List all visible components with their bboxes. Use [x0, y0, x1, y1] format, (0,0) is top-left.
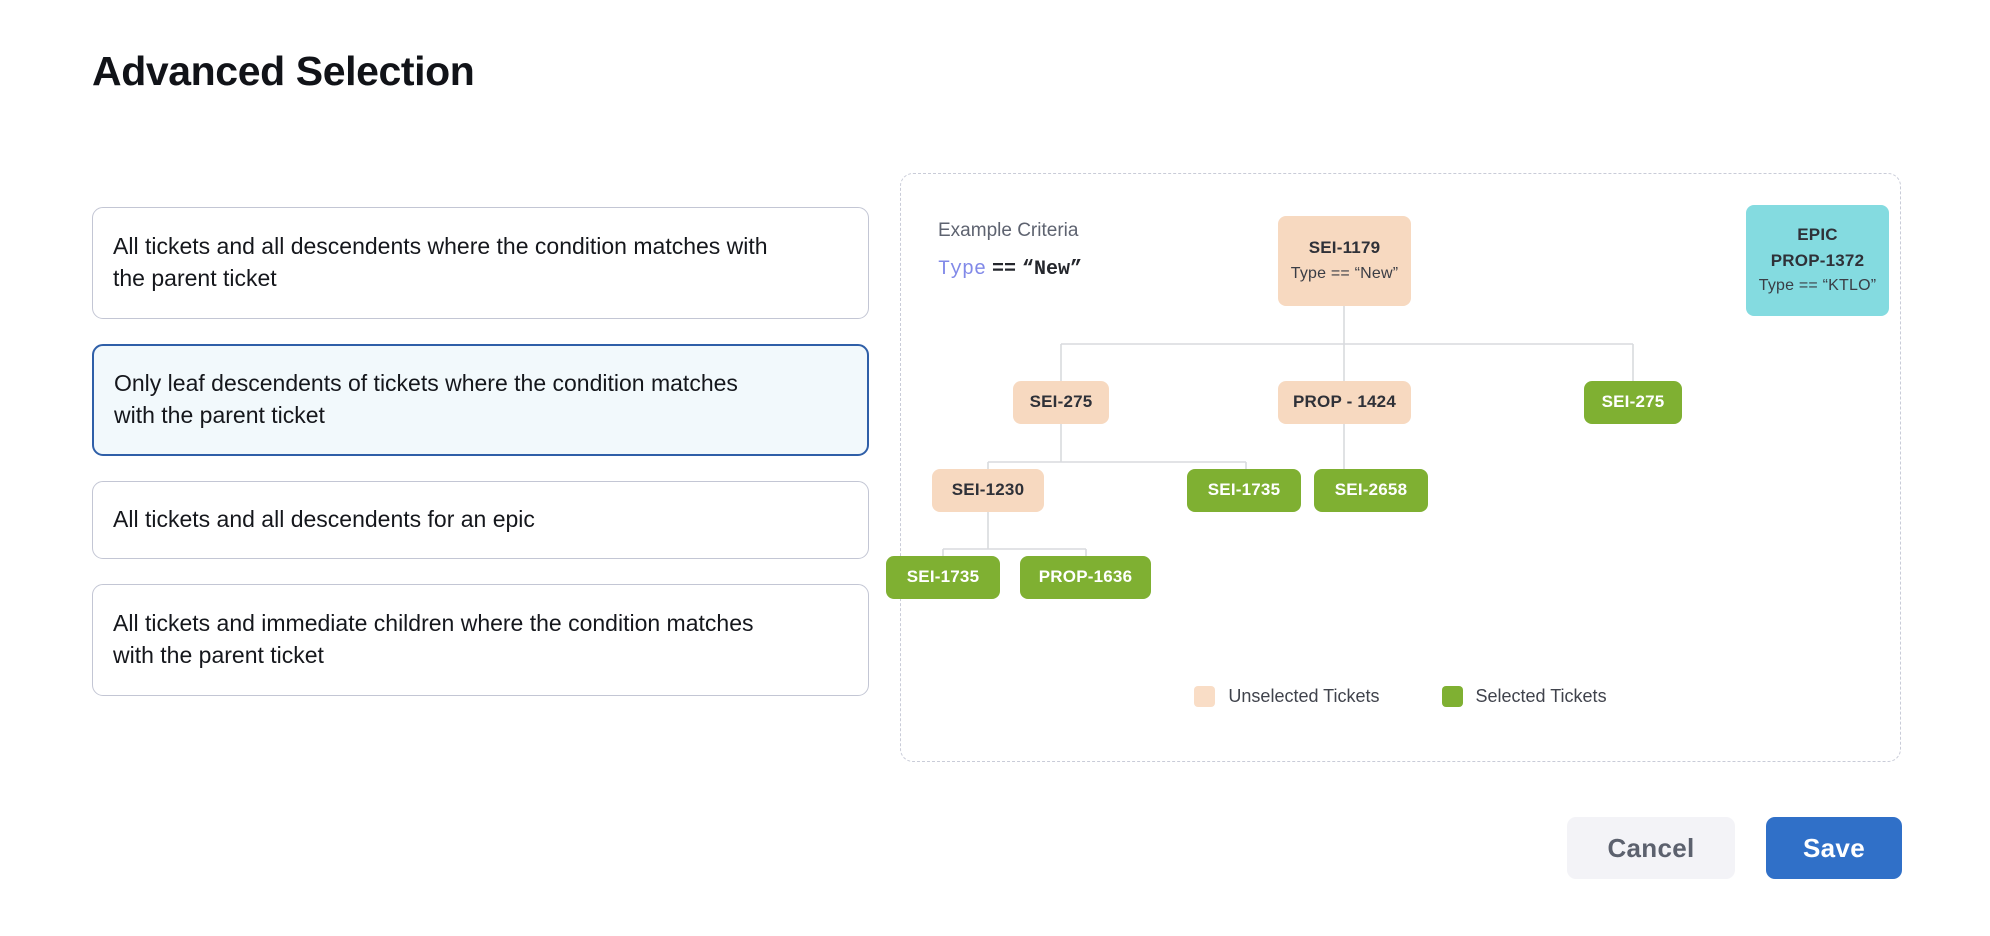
selection-options-list: All tickets and all descendents where th…	[92, 207, 869, 696]
option-card-epic-descendents[interactable]: All tickets and all descendents for an e…	[92, 481, 869, 559]
node-title: SEI-275	[1029, 392, 1093, 412]
option-card-leaf-descendents[interactable]: Only leaf descendents of tickets where t…	[92, 344, 869, 456]
tree-node-sei-1735-mid[interactable]: SEI-1735	[1187, 469, 1301, 512]
tree-node-epic-prop-1372[interactable]: EPIC PROP-1372 Type == “KTLO”	[1746, 205, 1889, 316]
criteria-field: Type	[938, 258, 987, 281]
node-title: SEI-1735	[906, 567, 980, 587]
tree-node-sei-1179[interactable]: SEI-1179 Type == “New”	[1278, 216, 1411, 306]
option-label: All tickets and all descendents where th…	[113, 233, 768, 291]
node-title: PROP - 1424	[1293, 392, 1396, 412]
diagram-legend: Unselected Tickets Selected Tickets	[901, 686, 1900, 707]
example-diagram-panel: Example Criteria Type==“New”	[886, 173, 1901, 762]
cancel-button[interactable]: Cancel	[1567, 817, 1735, 879]
selected-swatch-icon	[1441, 686, 1463, 707]
page-title: Advanced Selection	[92, 48, 475, 94]
option-label: All tickets and all descendents for an e…	[113, 506, 535, 532]
dialog-footer: Cancel Save	[1567, 817, 1902, 879]
unselected-swatch-icon	[1194, 686, 1216, 707]
criteria-value: “New”	[1022, 258, 1083, 281]
option-label: Only leaf descendents of tickets where t…	[114, 370, 738, 428]
tree-node-sei-1735-leaf[interactable]: SEI-1735	[886, 556, 1000, 599]
tree-node-sei-275-unselected[interactable]: SEI-275	[1013, 381, 1109, 424]
example-criteria-expression: Type==“New”	[938, 258, 1082, 281]
node-title: PROP-1636	[1038, 567, 1133, 587]
example-criteria-title: Example Criteria	[938, 220, 1079, 241]
tree-node-prop-1636[interactable]: PROP-1636	[1020, 556, 1151, 599]
tree-node-prop-1424[interactable]: PROP - 1424	[1278, 381, 1411, 424]
legend-label: Selected Tickets	[1475, 686, 1607, 706]
node-subtitle: Type == “KTLO”	[1758, 277, 1877, 295]
node-title: SEI-1230	[951, 480, 1025, 500]
option-card-all-descendents[interactable]: All tickets and all descendents where th…	[92, 207, 869, 319]
node-title: SEI-1735	[1207, 480, 1281, 500]
tree-node-sei-1230[interactable]: SEI-1230	[932, 469, 1044, 512]
node-kind: EPIC	[1797, 224, 1838, 244]
tree-node-sei-2658[interactable]: SEI-2658	[1314, 469, 1428, 512]
node-title: SEI-1179	[1308, 238, 1381, 258]
legend-label: Unselected Tickets	[1228, 686, 1380, 706]
legend-item-selected: Selected Tickets	[1441, 686, 1607, 707]
node-title: SEI-275	[1601, 392, 1665, 412]
node-title: PROP-1372	[1770, 251, 1865, 271]
legend-item-unselected: Unselected Tickets	[1194, 686, 1380, 707]
option-card-immediate-children[interactable]: All tickets and immediate children where…	[92, 583, 869, 696]
option-label: All tickets and immediate children where…	[113, 610, 754, 668]
node-subtitle: Type == “New”	[1290, 264, 1399, 282]
criteria-operator: ==	[992, 258, 1017, 281]
save-button[interactable]: Save	[1766, 817, 1902, 879]
node-title: SEI-2658	[1334, 480, 1408, 500]
tree-node-sei-275-selected[interactable]: SEI-275	[1584, 381, 1682, 424]
